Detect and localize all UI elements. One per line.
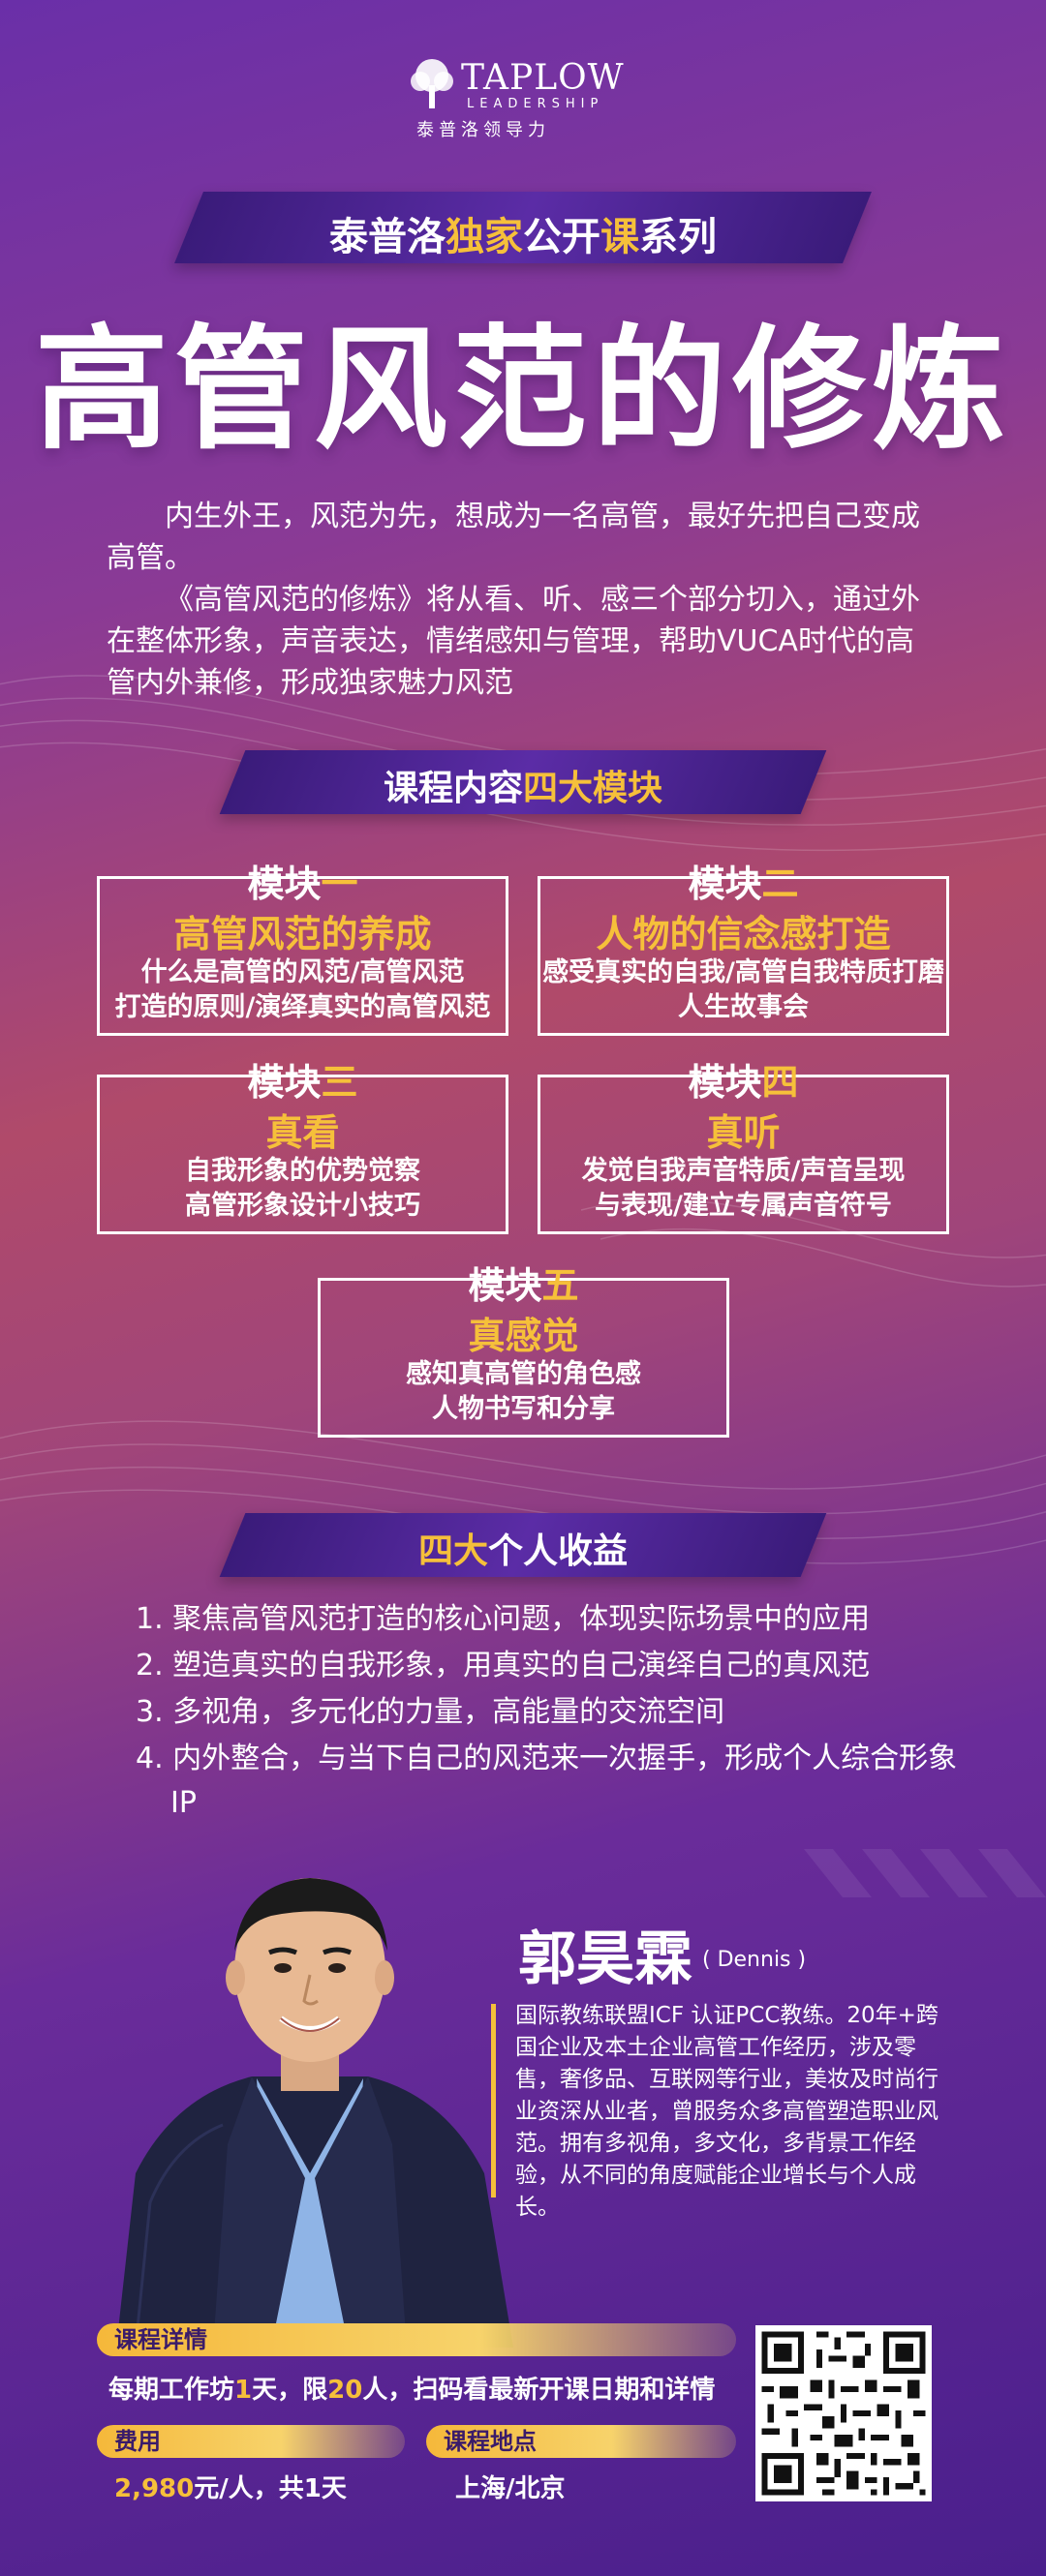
module-label: 模块 [247,863,322,905]
fee-label: 费用 [97,2425,405,2458]
ribbon-highlight-2: 课 [600,215,639,259]
main-title: 高管风范的修炼 [34,312,1011,468]
course-details-text: 每期工作坊1天，限20人，扫码看最新开课日期和详情 [108,2370,715,2406]
module-desc-line-2: 人物书写和分享 [432,1394,615,1424]
module-title: 真感觉 [468,1315,579,1357]
brand-logo: TAPLOW LEADERSHIP 泰普洛领导力 [407,56,639,140]
logo-chinese: 泰普洛领导力 [416,120,550,140]
fee-value: 2,980 [114,2474,195,2503]
benefit-section-suffix: 个人收益 [488,1531,629,1571]
module-card-3: 模块三 真看 自我形象的优势觉察 高管形象设计小技巧 [97,1061,508,1234]
ribbon-suffix: 系列 [639,215,717,259]
ribbon-mid: 公开 [523,215,600,259]
module-number: 二 [761,863,799,905]
details-number-people: 20 [327,2376,363,2405]
speaker-name: 郭昊霖 [518,1925,692,1993]
fee-suffix: 元/人，共1天 [194,2474,347,2503]
details-part-c: 人，扫码看最新开课日期和详情 [362,2376,716,2405]
series-ribbon-text: 泰普洛独家公开课系列 [0,205,1046,261]
module-heading: 模块五 [452,1256,594,1309]
module-card-5: 模块五 真感觉 感知真高管的角色感 人物书写和分享 [318,1264,729,1438]
speaker-english-name: ( Dennis ) [702,1948,807,1972]
location-label: 课程地点 [426,2425,736,2458]
module-desc-line-1: 感受真实的自我/高管自我特质打磨 [542,957,944,987]
module-label: 模块 [247,1061,322,1104]
tree-icon [411,59,453,108]
fee-text: 2,980元/人，共1天 [114,2469,347,2504]
module-number: 五 [541,1264,579,1307]
module-desc-line-2: 与表现/建立专属声音符号 [595,1191,892,1221]
content-section-title: 课程内容四大模块 [0,760,1046,810]
module-desc-line-2: 打造的原则/演绎真实的高管风范 [114,992,491,1022]
logo-name: TAPLOW [461,58,625,98]
module-card-1: 模块一 高管风范的养成 什么是高管的风范/高管风范 打造的原则/演绎真实的高管风… [97,863,508,1036]
ribbon-highlight-1: 独家 [446,215,523,259]
module-title: 高管风范的养成 [173,913,432,955]
module-heading: 模块三 [231,1052,373,1106]
speaker-bio: 国际教练联盟ICF 认证PCC教练。20年+跨国企业及本土企业高管工作经历，涉及… [515,2003,938,2220]
module-desc-line-1: 什么是高管的风范/高管风范 [140,957,465,987]
content-section-highlight: 四大模块 [523,769,663,808]
benefit-item-2: 2. 塑造真实的自我形象，用真实的自己演绎自己的真风范 [136,1649,871,1682]
module-number: 三 [321,1061,358,1104]
module-label: 模块 [688,1061,762,1104]
module-desc-line-2: 高管形象设计小技巧 [185,1191,420,1221]
module-heading: 模块二 [672,854,814,907]
benefit-section-title: 四大个人收益 [0,1523,1046,1573]
details-number-days: 1 [234,2376,253,2405]
ribbon-prefix: 泰普洛 [329,215,446,259]
benefit-item-4: 4. 内外整合，与当下自己的风范来一次握手，形成个人综合形象IP [136,1742,958,1820]
logo-subtitle: LEADERSHIP [467,97,604,111]
module-desc-line-1: 自我形象的优势觉察 [185,1156,420,1186]
intro-paragraph-2: 《高管风范的修炼》将从看、听、感三个部分切入，通过外在整体形象，声音表达，情绪感… [107,583,920,700]
module-desc-line-1: 感知真高管的角色感 [406,1359,641,1389]
speaker-bio-accent-bar [491,2004,496,2197]
module-title: 真听 [706,1111,781,1154]
details-part-a: 每期工作坊 [108,2376,235,2405]
intro-paragraph-1: 内生外王，风范为先，想成为一名高管，最好先把自己变成高管。 [107,500,920,575]
module-label: 模块 [468,1264,542,1307]
course-details-label: 课程详情 [97,2323,736,2356]
qr-code[interactable] [755,2325,932,2501]
location-text: 上海/北京 [455,2474,566,2503]
module-card-4: 模块四 真听 发觉自我声音特质/声音呈现 与表现/建立专属声音符号 [538,1061,949,1234]
benefit-item-1: 1. 聚焦高管风范打造的核心问题，体现实际场景中的应用 [136,1602,871,1636]
benefit-section-highlight: 四大 [417,1531,488,1571]
module-card-2: 模块二 人物的信念感打造 感受真实的自我/高管自我特质打磨 人生故事会 [538,863,949,1036]
benefit-item-3: 3. 多视角，多元化的力量，高能量的交流空间 [136,1695,725,1729]
module-label: 模块 [688,863,762,905]
details-part-b: 天，限 [252,2376,328,2405]
content-section-prefix: 课程内容 [383,769,523,808]
module-number: 四 [761,1061,799,1104]
module-desc-line-1: 发觉自我声音特质/声音呈现 [581,1156,906,1186]
module-desc-line-2: 人生故事会 [678,992,809,1022]
module-heading: 模块四 [672,1052,814,1106]
module-number: 一 [321,863,358,905]
module-heading: 模块一 [231,854,373,907]
module-title: 人物的信念感打造 [596,913,891,955]
speaker-photo [116,1878,513,2348]
module-title: 真看 [265,1111,340,1154]
